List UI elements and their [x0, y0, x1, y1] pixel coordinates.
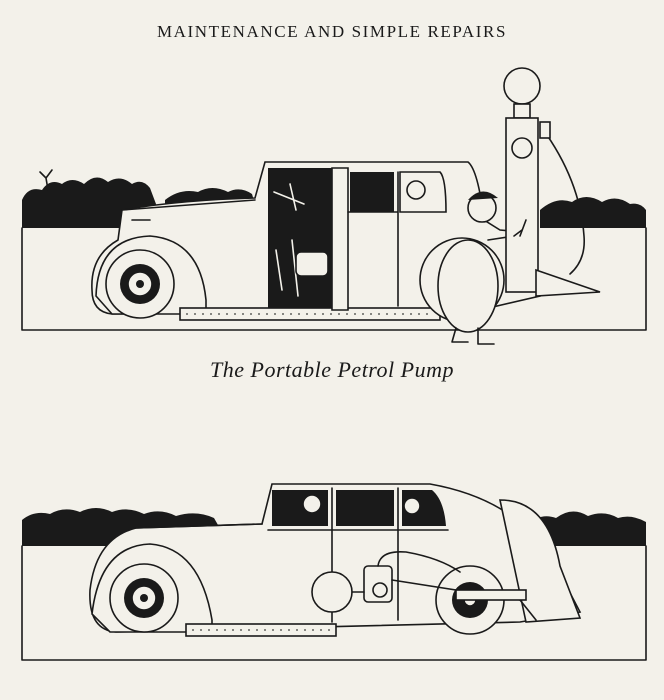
attendant-cap: [468, 191, 498, 200]
illustration-car-with-pump: [21, 483, 647, 661]
attendant-legs: [451, 327, 495, 345]
bonnet-line: [135, 523, 263, 529]
caption: The Portable Petrol Pump: [210, 357, 454, 382]
open-door: [331, 167, 349, 311]
pump-base: [535, 268, 601, 297]
pump-crank: [513, 219, 527, 237]
rear-passenger-head: [403, 497, 421, 515]
cab-interior: [268, 168, 332, 308]
tree-sprig: [39, 169, 53, 191]
pump-gauge: [372, 582, 388, 598]
running-head: MAINTENANCE AND SIMPLE REPAIRS: [156, 22, 508, 41]
pump-dial: [511, 137, 533, 159]
bonnet-line: [121, 199, 256, 211]
front-seat: [295, 251, 329, 277]
running-board: [185, 623, 337, 637]
door-line: [347, 171, 399, 307]
pump-handle: [455, 589, 527, 601]
passenger-head: [406, 180, 426, 200]
gear-lever: [275, 239, 299, 297]
pump-neck: [513, 103, 531, 119]
ground-box: [21, 545, 647, 661]
ground-box: [21, 227, 647, 331]
driver-head: [302, 494, 322, 514]
pump-hose: [377, 550, 461, 573]
steering-wheel: [273, 183, 305, 211]
hedge-right: [526, 511, 646, 546]
attendant-body: [437, 239, 499, 333]
rear-window-1: [350, 172, 394, 212]
pump-nozzle-hose: [541, 127, 586, 275]
pump-nozzle: [539, 121, 551, 139]
window-middle: [336, 490, 394, 526]
illustration-portable-pump: [21, 67, 647, 345]
pump-tank: [311, 571, 353, 613]
pump-globe: [503, 67, 541, 105]
hedge-right: [540, 197, 646, 228]
